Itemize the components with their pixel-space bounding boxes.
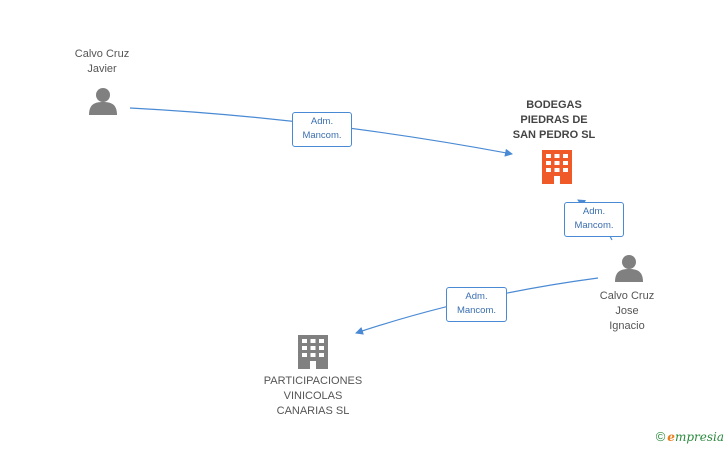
person-label-jose[interactable]: Calvo Cruz Jose Ignacio (599, 290, 655, 332)
building-icon[interactable] (298, 335, 328, 369)
person-label-javier[interactable]: Calvo Cruz Javier (74, 48, 130, 75)
company-label-bodegas[interactable]: BODEGAS PIEDRAS DE SAN PEDRO SL (512, 99, 596, 141)
edge-label-jose-participaciones: Adm. Mancom. (446, 287, 507, 322)
company-label-participaciones[interactable]: PARTICIPACIONES VINICOLAS CANARIAS SL (263, 375, 363, 417)
empresia-logo: ©empresia (656, 429, 724, 444)
edge-label-jose-bodegas: Adm. Mancom. (564, 202, 624, 237)
person-icon[interactable] (615, 255, 643, 282)
edge-label-javier-bodegas: Adm. Mancom. (292, 112, 352, 147)
person-icon[interactable] (89, 88, 117, 115)
building-icon[interactable] (542, 150, 572, 184)
brand-initial: e (667, 430, 675, 444)
copyright-symbol: © (655, 429, 666, 444)
brand-name: mpresia (674, 430, 724, 444)
